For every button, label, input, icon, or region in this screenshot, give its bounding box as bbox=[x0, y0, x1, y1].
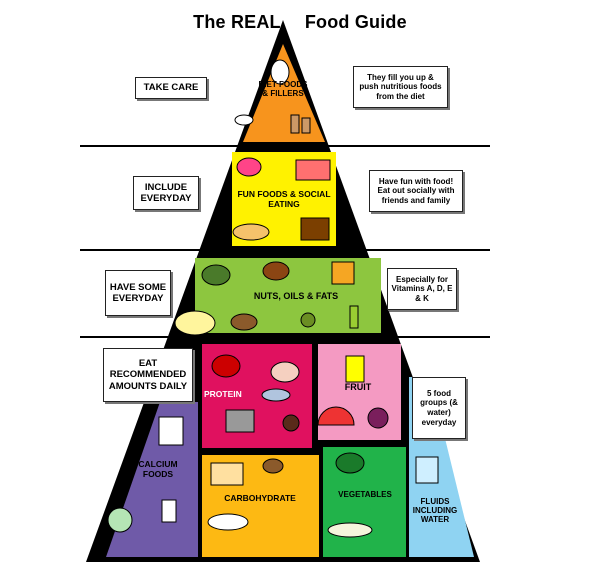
page-title: The REAL Food Guide bbox=[0, 12, 600, 33]
title-suffix: Food Guide bbox=[304, 12, 407, 32]
shaker-icon-2 bbox=[301, 117, 311, 134]
meat-icon bbox=[211, 354, 241, 378]
fun-foods-note-box: Have fun with food! Eat out socially wit… bbox=[369, 170, 463, 212]
fish-icon bbox=[261, 388, 291, 402]
calcium-label: CALCIUM FOODS bbox=[138, 459, 178, 479]
food-groups-note-box: 5 food groups (& water) everyday bbox=[412, 377, 466, 439]
eat-recommended-box: EAT RECOMMENDED AMOUNTS DAILY bbox=[103, 348, 193, 402]
olive-icon bbox=[300, 312, 316, 328]
grapes-icon bbox=[367, 407, 389, 429]
clock-icon bbox=[270, 59, 290, 85]
vegetables-label: VEGETABLES bbox=[338, 490, 392, 499]
butter-jar-icon bbox=[331, 261, 355, 285]
margarine-tub-icon bbox=[174, 310, 216, 336]
diet-foods-note-box: They fill you up & push nutritious foods… bbox=[353, 66, 448, 108]
cake-icon bbox=[295, 159, 331, 181]
beans-icon bbox=[282, 414, 300, 432]
water-glass-icon bbox=[415, 456, 439, 484]
protein-label: PROTEIN bbox=[204, 389, 242, 399]
teacup-icon bbox=[234, 114, 254, 126]
chocolate-icon bbox=[300, 217, 330, 241]
nuts-oils-note-box: Especially for Vitamins A, D, E & K bbox=[387, 268, 457, 310]
almond-icon bbox=[262, 261, 290, 281]
fluids-label: FLUIDS INCLUDING WATER bbox=[412, 497, 458, 525]
have-some-everyday-box: HAVE SOME EVERYDAY bbox=[105, 270, 171, 316]
vegetables-section-fill bbox=[323, 447, 406, 557]
potato-icon bbox=[262, 458, 284, 474]
broccoli-icon bbox=[335, 452, 365, 474]
take-care-box: TAKE CARE bbox=[135, 77, 207, 99]
title-text: The REAL bbox=[193, 12, 281, 32]
carbohydrate-label: CARBOHYDRATE bbox=[224, 493, 296, 503]
include-everyday-box: INCLUDE EVERYDAY bbox=[133, 176, 199, 210]
cereal-box-icon bbox=[210, 462, 244, 486]
avocado-icon bbox=[201, 264, 231, 286]
milk-bottle-icon bbox=[161, 499, 177, 523]
walnut-icon bbox=[230, 313, 258, 331]
can-icon bbox=[225, 409, 255, 433]
juice-glass-icon bbox=[345, 355, 365, 383]
milk-carton-icon bbox=[158, 416, 184, 446]
oil-bottle-icon bbox=[349, 305, 359, 329]
vegetables-icon bbox=[327, 522, 373, 538]
fruit-label: FRUIT bbox=[344, 382, 372, 392]
top-section-label: DIET FOODS & FILLERS bbox=[258, 80, 308, 99]
second-section-label: FUN FOODS & SOCIAL EATING bbox=[237, 189, 331, 209]
watermelon-icon bbox=[317, 406, 355, 426]
shaker-icon bbox=[290, 114, 300, 134]
third-section-label: NUTS, OILS & FATS bbox=[253, 291, 339, 301]
rice-bowl-icon bbox=[207, 513, 249, 531]
candy-icon bbox=[236, 157, 262, 177]
pizza-icon bbox=[232, 223, 270, 241]
yogurt-icon bbox=[107, 507, 133, 533]
chicken-icon bbox=[270, 361, 300, 383]
